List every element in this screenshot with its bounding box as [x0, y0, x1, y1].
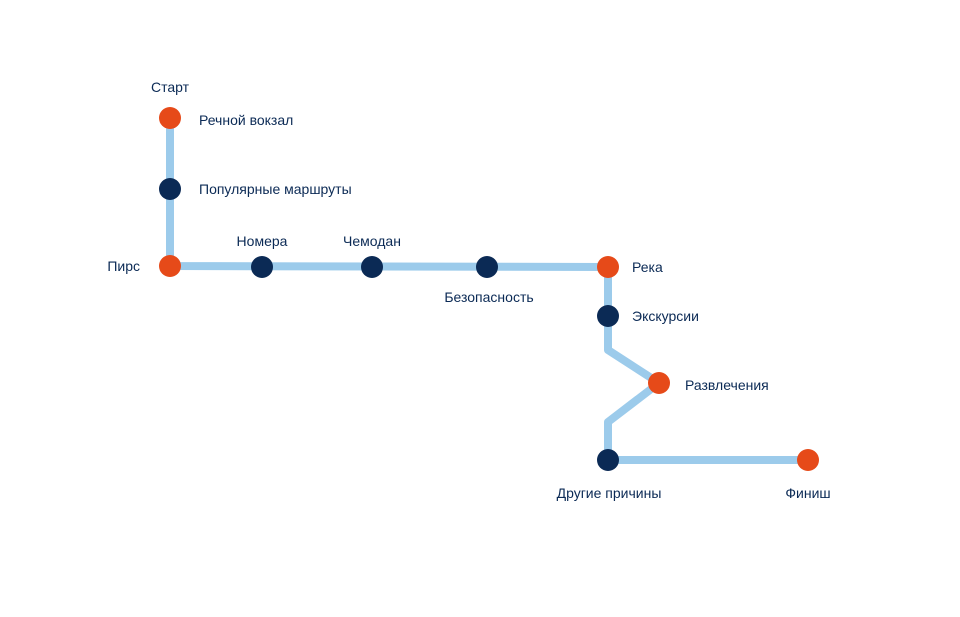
minor-stop-marker — [361, 256, 383, 278]
major-stop-marker — [797, 449, 819, 471]
minor-stop-marker — [597, 305, 619, 327]
stop-label: Финиш — [785, 485, 830, 501]
major-stop-marker — [159, 107, 181, 129]
stop-label: Пирс — [107, 258, 140, 274]
stop-label: Безопасность — [444, 289, 533, 305]
start-label: Старт — [151, 79, 190, 95]
stop-label: Чемодан — [343, 233, 401, 249]
stop-label: Река — [632, 259, 663, 275]
stop-label: Популярные маршруты — [199, 181, 352, 197]
stop-label: Экскурсии — [632, 308, 699, 324]
minor-stop-marker — [597, 449, 619, 471]
stop-label: Развлечения — [685, 377, 769, 393]
minor-stop-marker — [159, 178, 181, 200]
minor-stop-marker — [476, 256, 498, 278]
stop-label: Номера — [237, 233, 288, 249]
minor-stop-marker — [251, 256, 273, 278]
stop-label: Другие причины — [557, 485, 662, 501]
stop-label: Речной вокзал — [199, 112, 293, 128]
major-stop-marker — [648, 372, 670, 394]
major-stop-marker — [597, 256, 619, 278]
major-stop-marker — [159, 255, 181, 277]
